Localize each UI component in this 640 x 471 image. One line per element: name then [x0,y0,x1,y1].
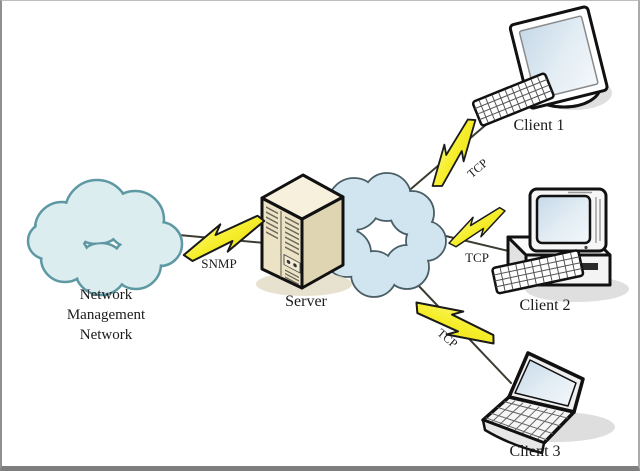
snmp-bolt-icon [179,214,270,263]
client3-label: Client 3 [509,443,561,460]
client2-icon [491,187,629,302]
tcp2-link-label: TCP [465,250,489,265]
client1-icon [471,5,612,127]
client3-icon [481,351,615,455]
client1-label: Client 1 [513,117,565,134]
tcp2-bolt-icon [442,205,512,249]
server-icon [256,173,352,296]
management-network-label: Network Management Network [66,287,146,343]
client2-label: Client 2 [519,297,571,314]
snmp-link-label: SNMP [201,256,237,271]
server-label: Server [285,293,327,310]
management-cloud-icon [26,178,184,297]
